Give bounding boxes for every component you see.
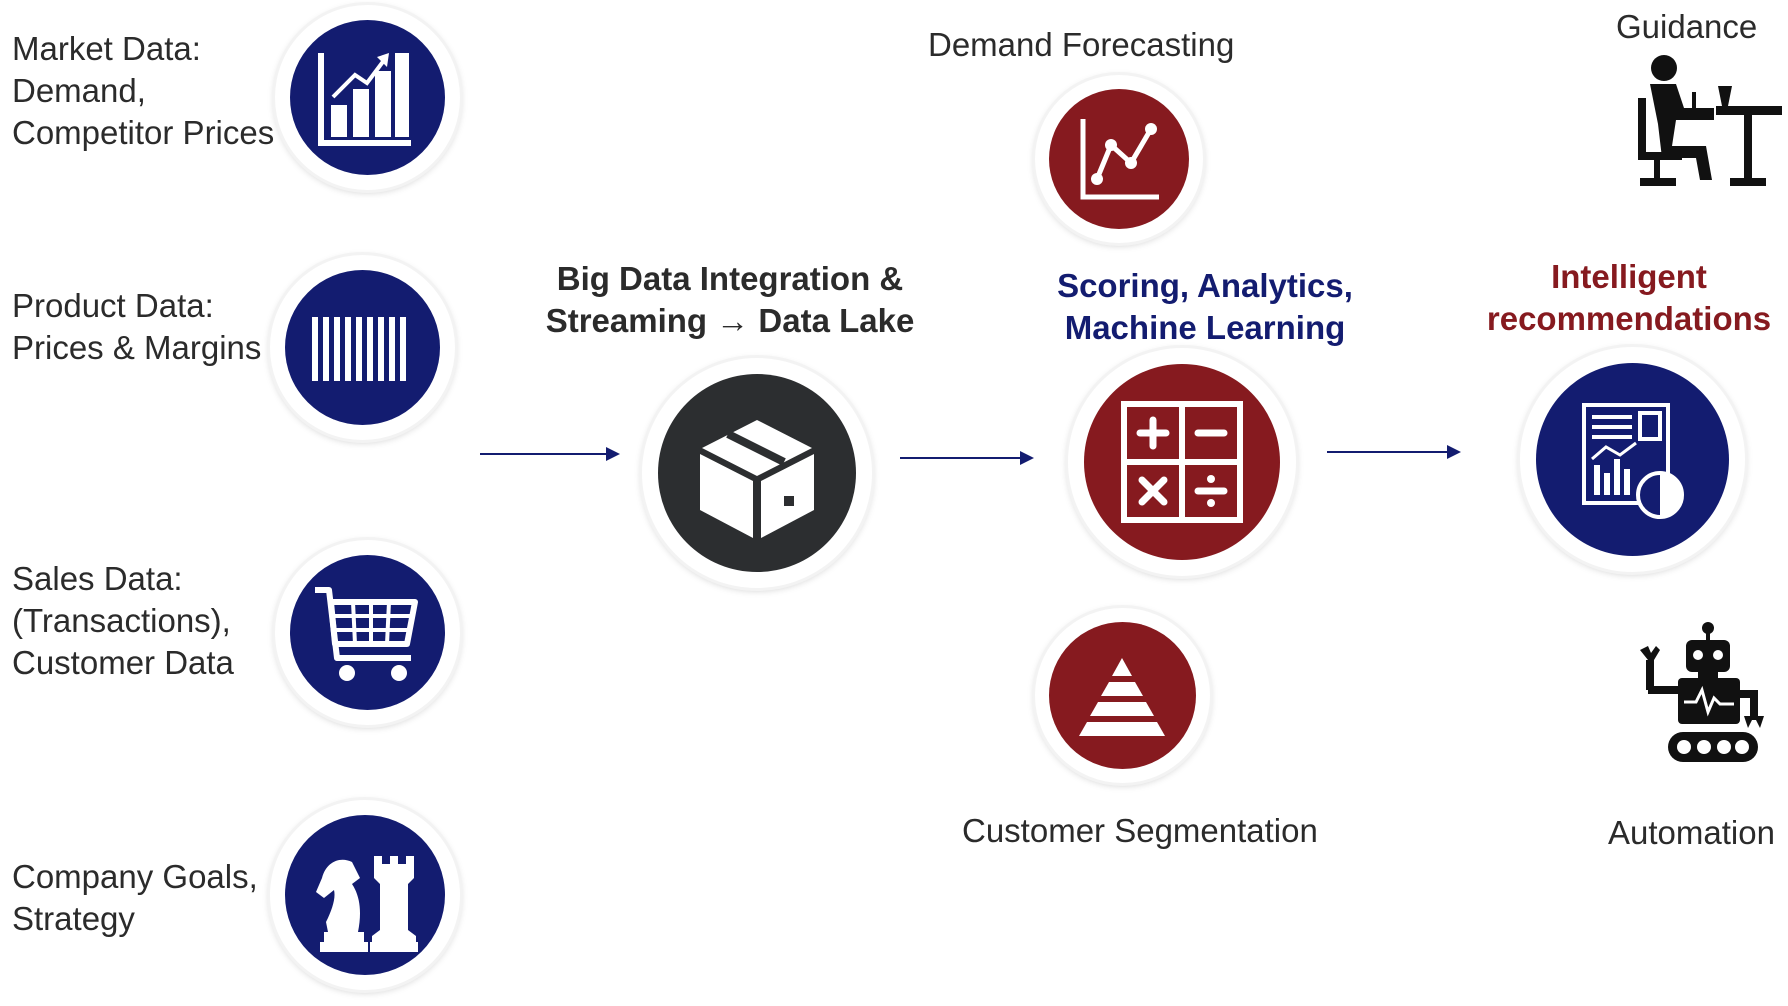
label-line: Automation — [1608, 814, 1775, 851]
bar-chart-growth-icon — [318, 53, 411, 146]
demand-forecasting-label: Demand Forecasting — [928, 24, 1234, 66]
label-line: Demand, — [12, 72, 146, 109]
sales-data-circle — [275, 540, 460, 725]
label-line: Product Data: — [12, 287, 214, 324]
arrow-lake-to-analytics — [900, 451, 1034, 465]
box-icon — [700, 420, 814, 538]
robot-icon — [1640, 622, 1764, 762]
label-line: Scoring, Analytics, — [1057, 267, 1353, 304]
label-line: Demand Forecasting — [928, 26, 1235, 63]
label-line: Intelligent — [1551, 258, 1707, 295]
demand-forecasting-circle — [1035, 75, 1203, 243]
integration-label: Big Data Integration & Streaming → Data … — [540, 258, 920, 342]
person-at-desk-icon — [1638, 55, 1782, 186]
label-line: recommendations — [1486, 300, 1772, 337]
chess-pieces-icon — [316, 856, 418, 952]
label-line: (Transactions), — [12, 602, 231, 639]
market-data-label: Market Data: Demand, Competitor Prices — [12, 28, 274, 154]
intelligent-recommendations-label: Intelligent recommendations — [1454, 256, 1788, 340]
label-line: Machine Learning — [1064, 309, 1346, 346]
automation-label: Automation — [1608, 812, 1775, 854]
customer-segmentation-label: Customer Segmentation — [962, 810, 1318, 852]
label-line: Customer Data — [12, 644, 234, 681]
calculator-icon — [1121, 401, 1243, 523]
guidance-label: Guidance — [1616, 6, 1757, 48]
customer-segmentation-circle — [1035, 608, 1210, 783]
label-line: Company Goals, — [12, 858, 258, 895]
company-goals-label: Company Goals, Strategy — [12, 856, 258, 940]
recommendations-circle — [1520, 347, 1745, 572]
market-data-circle — [275, 5, 460, 190]
pyramid-icon — [1079, 658, 1165, 736]
label-line: Market Data: — [12, 30, 201, 67]
report-dashboard-icon — [1582, 403, 1684, 519]
scoring-circle — [1068, 348, 1296, 576]
product-data-circle — [270, 255, 455, 440]
shopping-cart-icon — [315, 587, 418, 681]
scoring-analytics-label: Scoring, Analytics, Machine Learning — [1030, 265, 1380, 349]
label-line: Prices & Margins — [12, 329, 262, 366]
arrow-analytics-to-recommendations — [1327, 445, 1461, 459]
label-line: Customer Segmentation — [962, 812, 1318, 849]
label-line: Competitor Prices — [12, 114, 275, 151]
data-lake-circle — [642, 358, 872, 588]
label-line: Sales Data: — [12, 560, 183, 597]
company-goals-circle — [270, 800, 460, 990]
product-data-label: Product Data: Prices & Margins — [12, 285, 261, 369]
barcode-icon — [312, 317, 406, 381]
arrow-inputs-to-lake — [480, 447, 620, 461]
line-chart-icon — [1080, 119, 1159, 200]
label-line: Streaming → Data Lake — [545, 302, 915, 339]
label-line: Big Data Integration & — [556, 260, 904, 297]
sales-data-label: Sales Data: (Transactions), Customer Dat… — [12, 558, 234, 684]
label-line: Strategy — [12, 900, 135, 937]
label-line: Guidance — [1616, 8, 1758, 45]
